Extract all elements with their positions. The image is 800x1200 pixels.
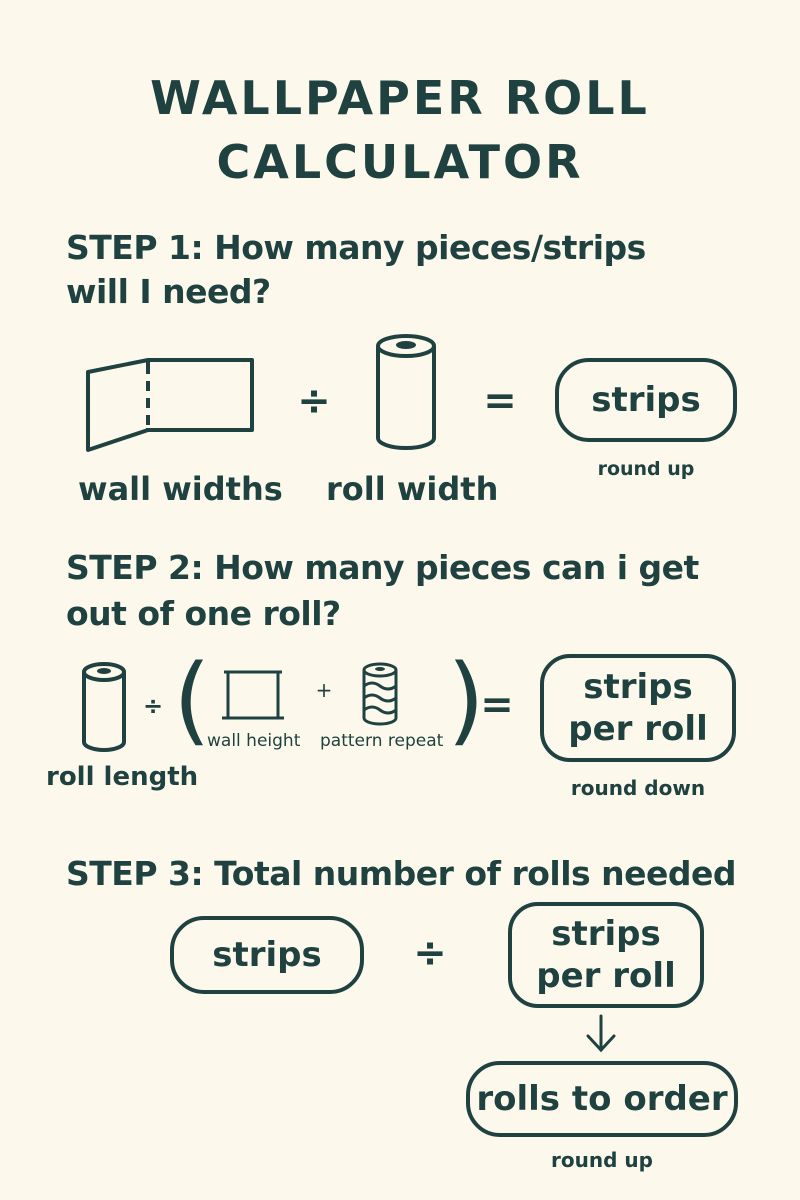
page-title-line2: CALCULATOR (216, 135, 584, 189)
close-parenthesis: ) (447, 644, 485, 756)
wall-height-icon (222, 670, 284, 720)
wall-corner-icon (86, 358, 254, 452)
strips-input: strips (170, 916, 364, 994)
divide-operator: ÷ (413, 930, 447, 976)
rolls-to-order-result: rolls to order (466, 1061, 738, 1137)
step2-heading-line1: STEP 2: How many pieces can i get (66, 548, 699, 587)
pattern-repeat-label: pattern repeat (320, 731, 444, 751)
roll-icon (376, 334, 436, 450)
strips-per-roll-line2: per roll (536, 956, 676, 996)
plus-operator: + (315, 678, 333, 702)
strips-per-roll-line2: per roll (568, 709, 708, 749)
divide-operator: ÷ (142, 692, 164, 720)
divide-operator: ÷ (297, 378, 331, 424)
step1-heading-line1: STEP 1: How many pieces/strips (66, 228, 646, 267)
arrow-down-icon (586, 1014, 616, 1053)
round-up-note: round up (551, 1148, 653, 1172)
roll-length-icon (82, 662, 126, 752)
roll-length-label: roll length (46, 762, 199, 792)
round-down-note: round down (570, 776, 706, 800)
wall-widths-label: wall widths (78, 470, 283, 508)
strips-per-roll-line1: strips (583, 667, 693, 707)
equals-operator: = (483, 378, 517, 424)
step3-heading: STEP 3: Total number of rolls needed (66, 854, 737, 893)
page-title-line1: WALLPAPER ROLL (150, 71, 650, 125)
step2-heading-line2: out of one roll? (66, 594, 341, 633)
strips-result: strips (555, 358, 737, 442)
step1-heading-line2: will I need? (66, 272, 271, 311)
strips-per-roll-line1: strips (551, 914, 661, 954)
wall-height-label: wall height (207, 731, 301, 751)
equals-operator: = (480, 682, 514, 728)
pattern-roll-icon (362, 662, 398, 726)
strips-per-roll-input: strips per roll (508, 902, 704, 1008)
roll-width-label: roll width (326, 470, 499, 508)
open-parenthesis: ( (173, 644, 211, 756)
round-up-note: round up (597, 458, 695, 480)
strips-per-roll-result: strips per roll (540, 654, 736, 762)
